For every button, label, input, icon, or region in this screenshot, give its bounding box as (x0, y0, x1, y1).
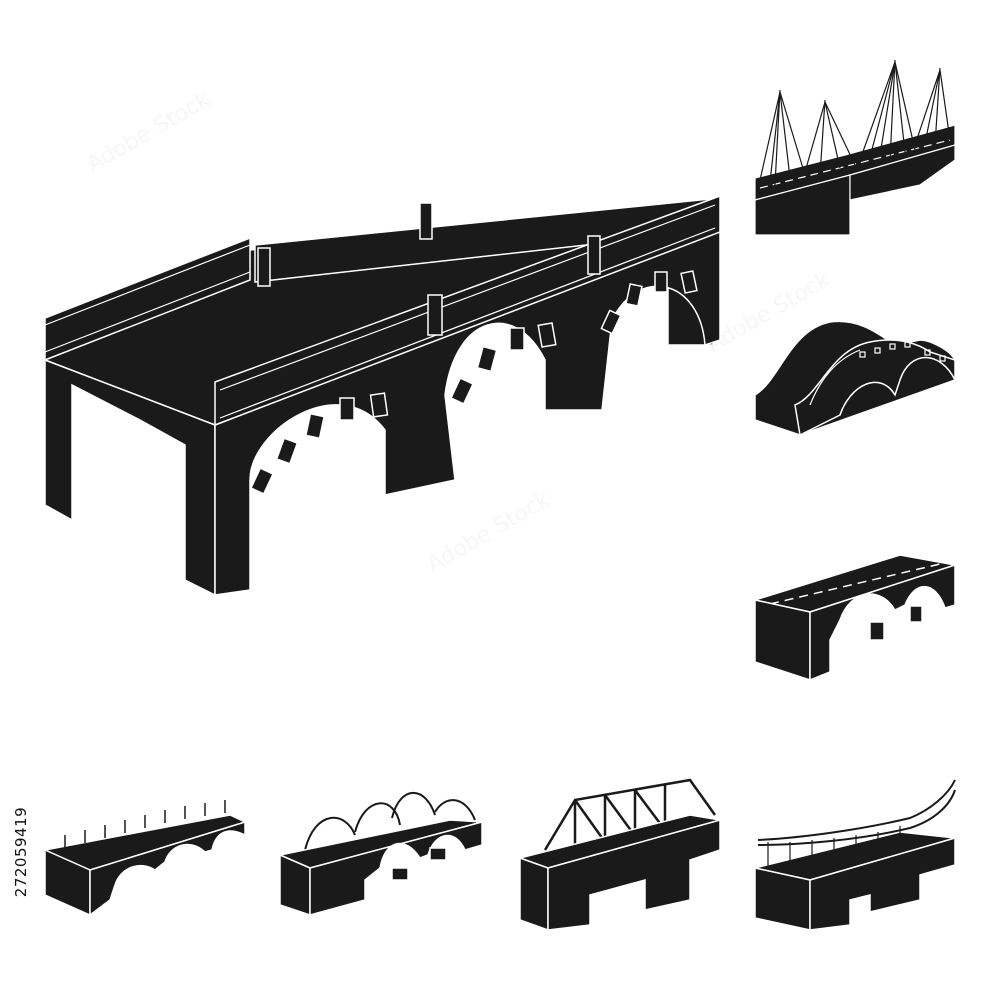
stock-id-label: 272059419 (12, 806, 30, 898)
hump-arch-bridge-icon (754, 320, 956, 437)
truss-bridge-icon (517, 778, 721, 932)
cable-stayed-bridge-icon (754, 59, 956, 236)
suspension-bridge-icon (754, 779, 956, 931)
tied-arch-bridge-icon (277, 791, 483, 917)
stone-arch-bridge-icon (43, 194, 721, 597)
lamp-arch-bridge-icon (42, 800, 248, 917)
road-arch-bridge-icon (752, 554, 956, 682)
